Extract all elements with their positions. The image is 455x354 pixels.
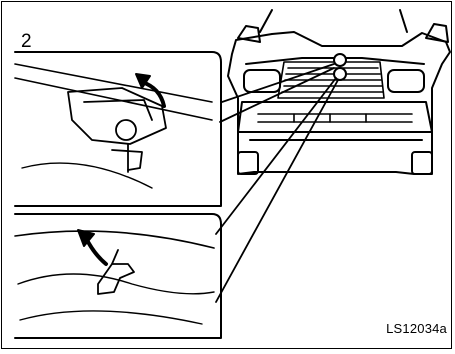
right-mirror <box>426 24 448 42</box>
right-headlight <box>388 70 424 92</box>
right-antenna <box>400 10 407 32</box>
lower-detail-panel <box>15 214 221 338</box>
upper-panel-border <box>15 52 221 206</box>
front-bumper <box>238 102 432 132</box>
hood-edge-line-1 <box>15 64 212 102</box>
safety-lever <box>98 250 134 294</box>
latch-mechanism <box>68 88 166 172</box>
lower-arrow <box>78 230 106 264</box>
car-front-view <box>228 10 450 174</box>
upper-detail-panel <box>15 52 221 206</box>
left-wheel <box>238 152 258 174</box>
right-wheel <box>412 152 432 174</box>
hood-edge-line-2 <box>15 78 212 120</box>
left-antenna <box>260 10 272 32</box>
lower-contour-1 <box>18 274 214 294</box>
figure-code: LS12034a <box>386 321 447 336</box>
left-mirror <box>238 26 260 42</box>
release-point-top <box>334 54 346 66</box>
figure-frame: 2 LS12034a <box>1 1 452 349</box>
panel-contour <box>22 163 152 188</box>
hood-edge-line-3 <box>15 231 214 248</box>
bumper-slots <box>258 114 412 122</box>
lower-contour-2 <box>20 311 202 324</box>
step-number: 2 <box>21 31 32 53</box>
callout-lines <box>216 64 338 302</box>
